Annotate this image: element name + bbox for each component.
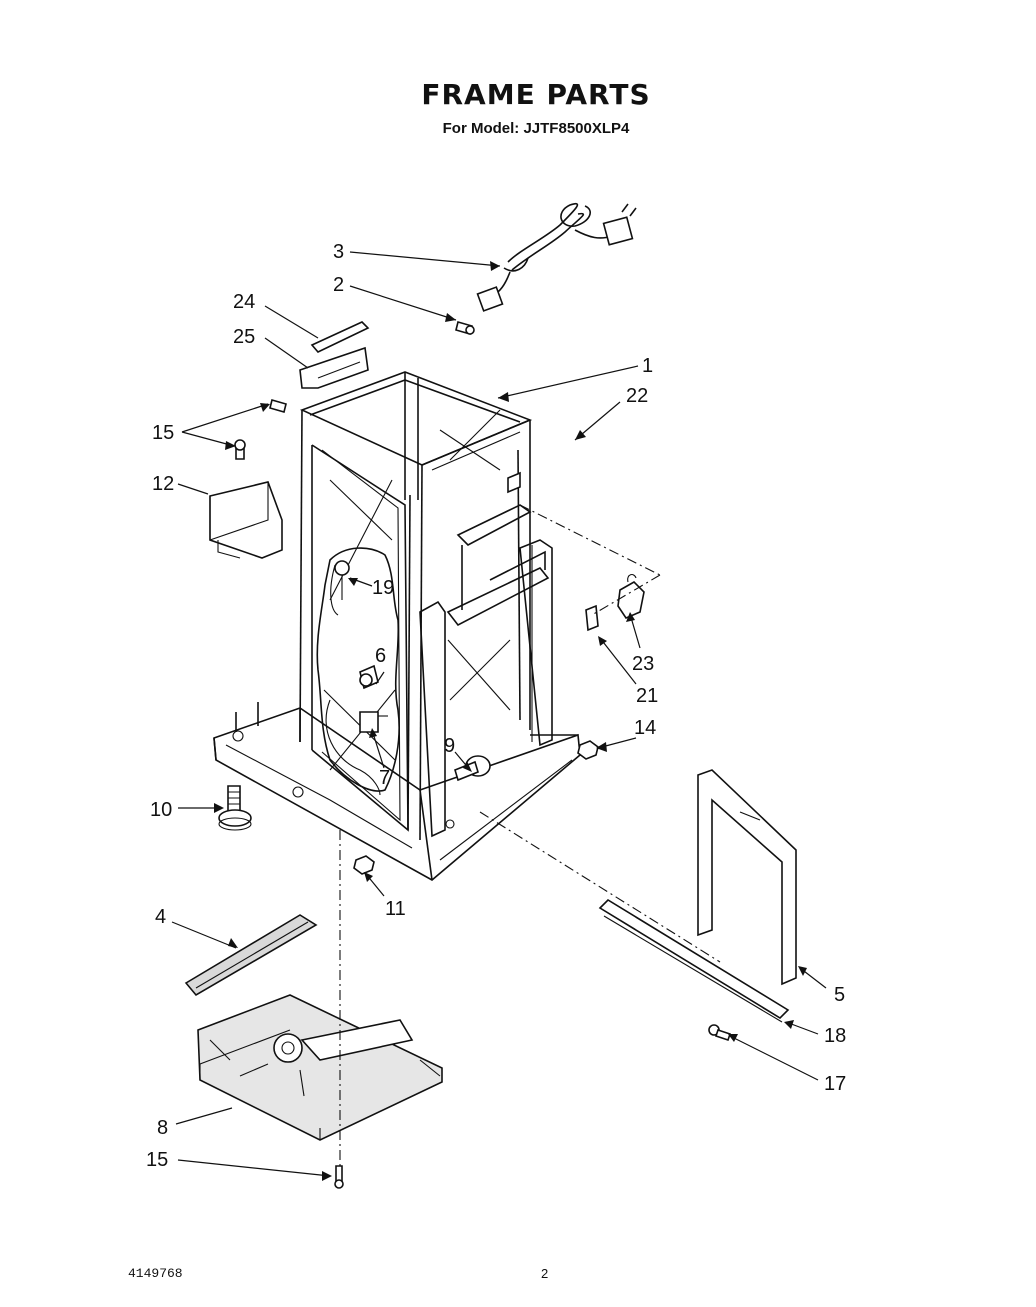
bracket-25-part — [299, 346, 369, 389]
model-subtitle: For Model: JJTF8500XLP4 — [442, 120, 630, 137]
callout-12: 12 — [152, 473, 174, 495]
callout-18: 18 — [824, 1025, 846, 1047]
callout-7: 7 — [379, 767, 390, 789]
leg-10-part — [218, 785, 252, 831]
pad-4-part — [184, 914, 318, 997]
screw-17-part — [708, 1024, 732, 1042]
switch-23-part — [617, 573, 645, 619]
leader-lines — [171, 251, 827, 1181]
callout-14: 14 — [634, 717, 656, 739]
trim-18-part — [598, 898, 790, 1023]
callout-21: 21 — [636, 685, 658, 707]
clip-21-part — [585, 604, 599, 632]
callout-6: 6 — [375, 645, 386, 667]
callout-11: 11 — [385, 898, 406, 920]
power-cord-part — [476, 203, 637, 312]
callout-5: 5 — [834, 984, 845, 1006]
callout-1: 1 — [642, 355, 653, 377]
callout-numbers: 1 2 3 4 5 6 7 8 9 10 11 12 14 15 15 17 1… — [146, 241, 846, 1171]
frame-1-part — [213, 371, 599, 881]
document-number: 4149768 — [128, 1266, 183, 1281]
callout-10: 10 — [150, 799, 172, 821]
callout-2: 2 — [333, 274, 344, 296]
door-frame-5-part — [697, 769, 797, 986]
callout-19: 19 — [372, 577, 394, 599]
callout-15-top: 15 — [152, 422, 174, 444]
nut-11-part — [353, 855, 375, 875]
screw-15-bottom-part — [334, 1165, 344, 1189]
callout-24: 24 — [233, 291, 255, 313]
assembly-lines — [339, 504, 721, 1166]
callout-9: 9 — [444, 735, 455, 757]
callout-4: 4 — [155, 906, 166, 928]
callout-23: 23 — [632, 653, 654, 675]
callout-8: 8 — [157, 1117, 168, 1139]
callout-25: 25 — [233, 326, 255, 348]
screw-15-top-part — [234, 399, 287, 460]
page-title: FRAME PARTS — [421, 78, 651, 111]
strip-24-part — [310, 321, 370, 353]
callout-3: 3 — [333, 241, 344, 263]
callout-17: 17 — [824, 1073, 846, 1095]
page-number: 2 — [541, 1266, 549, 1281]
cover-12-part — [209, 481, 283, 559]
base-8-part — [197, 994, 443, 1141]
screw-2-part — [455, 321, 475, 335]
callout-15-bottom: 15 — [146, 1149, 168, 1171]
callout-22: 22 — [626, 385, 648, 407]
